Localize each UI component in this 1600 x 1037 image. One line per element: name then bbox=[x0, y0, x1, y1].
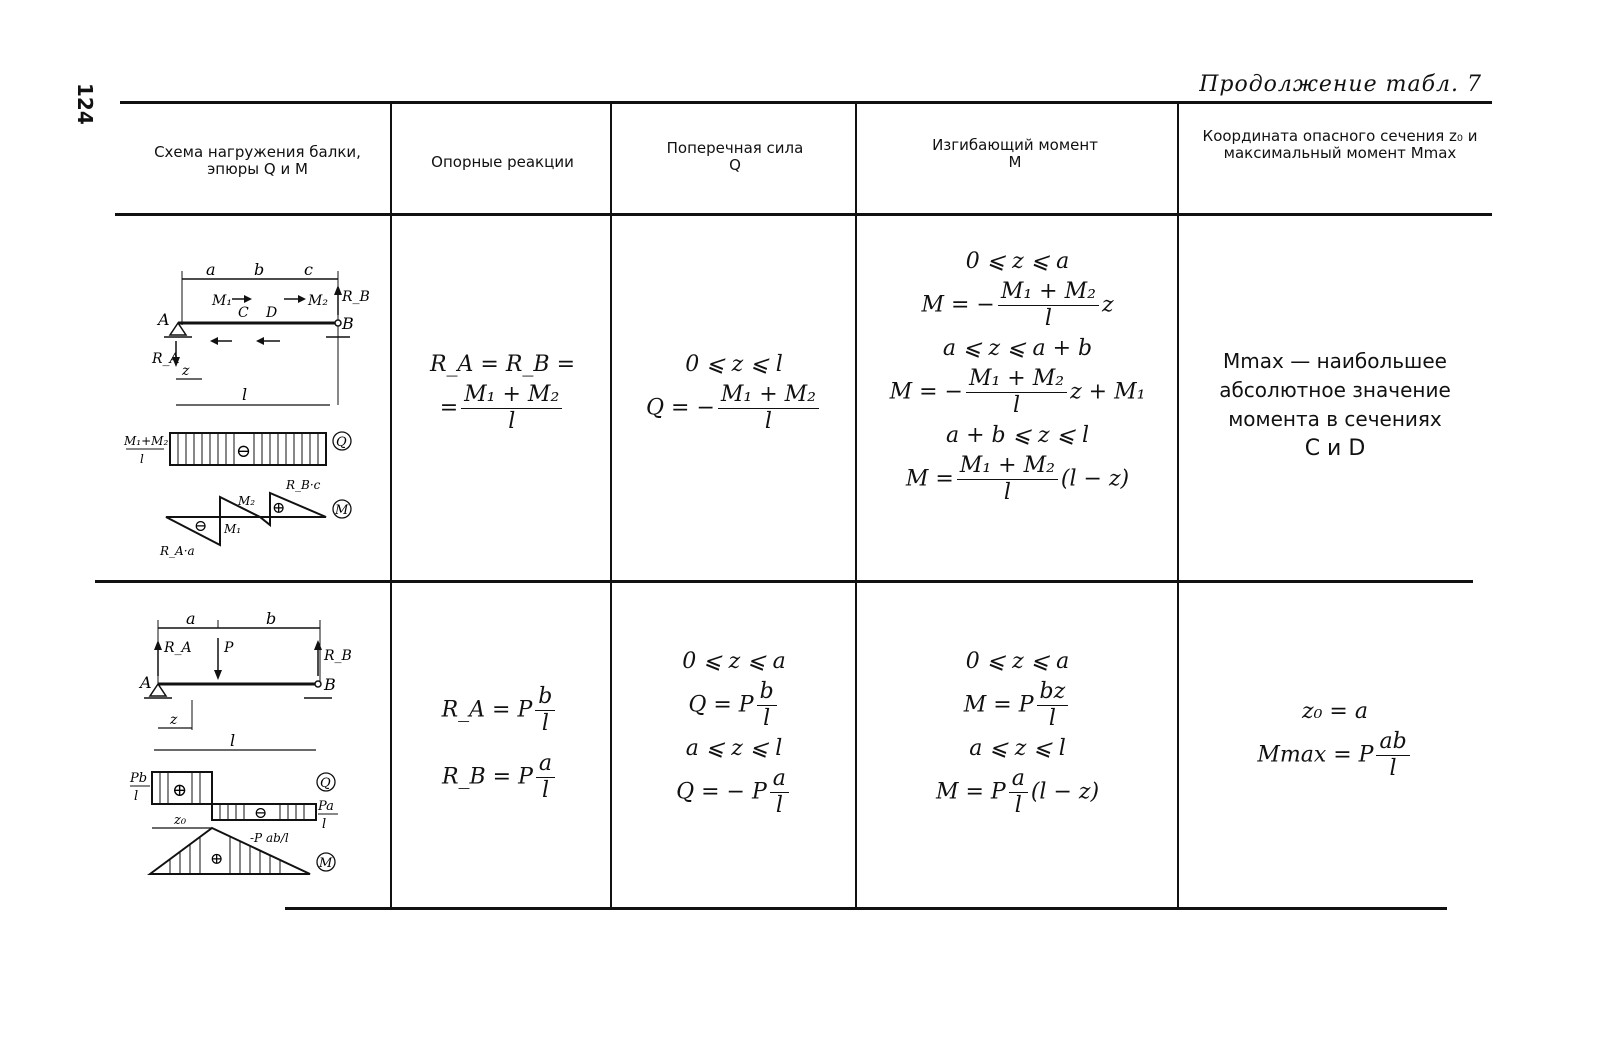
svg-text:R_B: R_B bbox=[323, 648, 352, 664]
label-c: c bbox=[304, 260, 313, 279]
svg-text:l: l bbox=[242, 385, 247, 404]
label-b: b bbox=[254, 260, 264, 279]
beam-diagram-1: a b c A B C D M₁ M₂ R_B R_A z l ⊖ M₁+M₂ … bbox=[123, 260, 370, 558]
svg-text:z: z bbox=[169, 712, 178, 728]
header-scheme: Схема нагружения балки, эпюры Q и M bbox=[154, 143, 361, 178]
column-divider-3 bbox=[855, 104, 857, 910]
svg-text:R_A·a: R_A·a bbox=[159, 544, 195, 558]
svg-text:A: A bbox=[138, 673, 152, 692]
svg-text:l: l bbox=[322, 817, 326, 832]
svg-text:M₁: M₁ bbox=[223, 522, 241, 536]
column-divider-2 bbox=[610, 104, 612, 910]
svg-text:P: P bbox=[223, 640, 234, 656]
extremum-1: Mmax — наибольшее абсолютное значение мо… bbox=[1219, 349, 1451, 461]
svg-text:D: D bbox=[265, 305, 277, 321]
svg-text:l: l bbox=[230, 731, 235, 750]
table-bottom-rule bbox=[285, 907, 1447, 910]
column-divider-1 bbox=[390, 104, 392, 910]
header-reactions: Опорные реакции bbox=[431, 153, 574, 171]
svg-text:-P ab/l: -P ab/l bbox=[250, 831, 289, 845]
svg-text:M₂: M₂ bbox=[237, 494, 255, 508]
shear-diagram-2-negative bbox=[211, 803, 317, 821]
svg-text:M: M bbox=[318, 856, 333, 871]
svg-text:⊖: ⊖ bbox=[254, 803, 267, 822]
svg-text:⊕: ⊕ bbox=[210, 849, 223, 868]
svg-text:M₁: M₁ bbox=[211, 293, 232, 309]
svg-text:R_B: R_B bbox=[341, 289, 370, 305]
svg-text:C: C bbox=[238, 305, 249, 321]
table-continuation-title: Продолжение табл. 7 bbox=[1199, 72, 1482, 97]
svg-text:B: B bbox=[341, 314, 354, 333]
svg-text:Pb: Pb bbox=[129, 771, 147, 786]
row-divider bbox=[95, 580, 1473, 583]
svg-text:z: z bbox=[181, 363, 190, 379]
svg-text:M: M bbox=[334, 503, 349, 518]
svg-text:⊕: ⊕ bbox=[172, 780, 187, 801]
svg-text:A: A bbox=[156, 310, 170, 329]
shear-diagram-1 bbox=[169, 432, 327, 466]
beam-diagram-2: a b A B R_A P R_B z l ⊕ ⊖ Pb l Pa l Q z₀ bbox=[129, 609, 352, 875]
svg-text:l: l bbox=[134, 789, 138, 804]
page-number: 124 bbox=[73, 83, 97, 125]
svg-text:⊕: ⊕ bbox=[272, 498, 285, 517]
header-bottom-rule bbox=[115, 213, 1492, 216]
svg-text:Pa: Pa bbox=[317, 799, 334, 814]
header-extremum: Координата опасного сечения z₀ и максима… bbox=[1202, 127, 1478, 162]
table-top-rule bbox=[120, 101, 1492, 104]
svg-text:Q: Q bbox=[336, 435, 347, 450]
svg-text:a: a bbox=[186, 609, 196, 628]
svg-text:⊖: ⊖ bbox=[236, 441, 251, 462]
moment-diagram-1 bbox=[165, 491, 327, 547]
header-shear: Поперечная сила Q bbox=[666, 139, 804, 174]
svg-text:M₁+M₂: M₁+M₂ bbox=[123, 434, 168, 448]
svg-text:⊖: ⊖ bbox=[194, 516, 207, 535]
support-a bbox=[168, 321, 188, 336]
label-a: a bbox=[206, 260, 216, 279]
svg-text:l: l bbox=[140, 452, 144, 466]
support-b bbox=[334, 319, 342, 327]
shear-diagram-2-positive bbox=[151, 771, 213, 805]
column-divider-4 bbox=[1177, 104, 1179, 910]
svg-text:M₂: M₂ bbox=[307, 293, 328, 309]
svg-text:Q: Q bbox=[320, 776, 331, 791]
svg-text:R_B·c: R_B·c bbox=[285, 478, 321, 492]
svg-text:z₀: z₀ bbox=[173, 813, 187, 828]
svg-text:R_A: R_A bbox=[163, 640, 192, 656]
svg-text:B: B bbox=[323, 675, 336, 694]
header-moment: Изгибающий момент M bbox=[932, 136, 1098, 171]
svg-text:b: b bbox=[266, 609, 276, 628]
svg-text:R_A: R_A bbox=[151, 351, 180, 367]
